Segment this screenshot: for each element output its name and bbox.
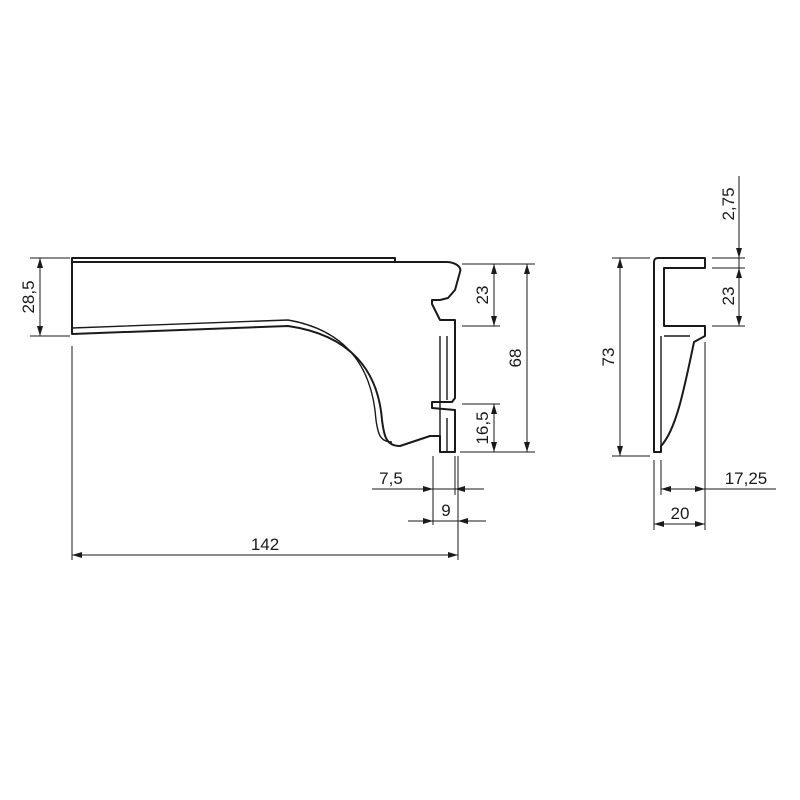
dim-gauge: 2,75 [712, 176, 745, 278]
dim-slot-span: 68 [460, 264, 535, 453]
dim-flange-outer-label: 20 [671, 504, 690, 523]
dim-hook-top: 23 [462, 263, 535, 327]
back-plate-line [439, 336, 448, 452]
dim-height: 28,5 [19, 257, 70, 337]
dim-hook-bottom-label: 16,5 [473, 411, 492, 444]
dim-thickness: 9 [408, 501, 486, 524]
dim-channel-depth: 23 [712, 268, 745, 327]
dim-slot-span-label: 68 [506, 349, 525, 368]
shelf-plate-outline [71, 257, 396, 263]
dim-flange-outer: 20 [653, 460, 705, 530]
bracket-body-outline [71, 261, 462, 453]
dim-height-label: 28,5 [19, 280, 38, 313]
dim-overall-length-label: 142 [251, 535, 279, 554]
dim-overall-length: 142 [71, 346, 459, 560]
dim-thickness-label: 9 [441, 501, 450, 520]
end-view: 2,75 23 73 17,25 [599, 176, 776, 530]
bracket-inner-line [71, 319, 393, 443]
channel-outline [653, 257, 706, 453]
dim-hook-top-label: 23 [473, 286, 492, 305]
dim-hook-bottom: 16,5 [462, 403, 500, 452]
dim-total-height: 73 [599, 257, 650, 457]
dim-flange-inner: 17,25 [660, 342, 776, 530]
channel-inner-line [660, 335, 690, 446]
dim-channel-depth-label: 23 [719, 287, 738, 306]
dim-gauge-label: 2,75 [719, 187, 738, 220]
dim-offset: 7,5 [372, 456, 484, 525]
dim-flange-inner-label: 17,25 [725, 469, 768, 488]
dim-offset-label: 7,5 [379, 469, 403, 488]
side-view: 28,5 142 23 68 [19, 257, 535, 560]
dim-total-height-label: 73 [599, 348, 618, 367]
